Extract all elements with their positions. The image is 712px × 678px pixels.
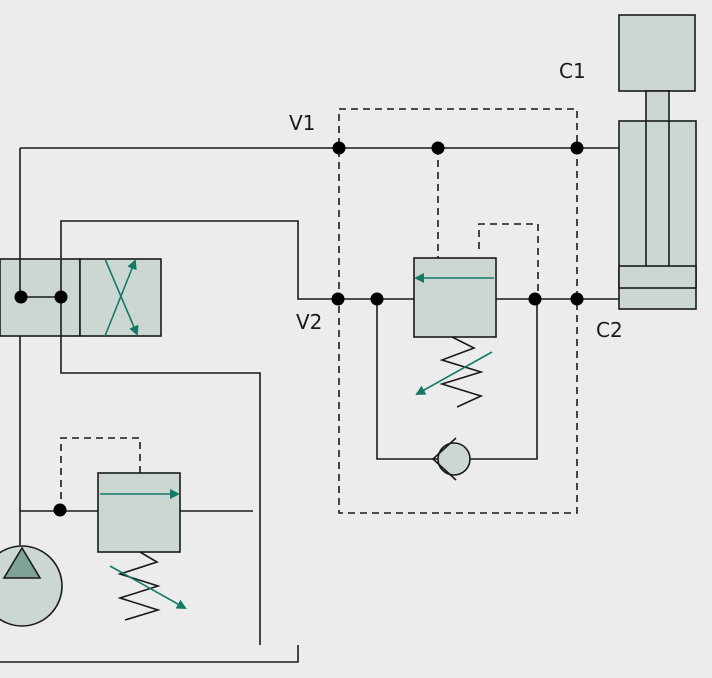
label-c1: C1 bbox=[559, 59, 586, 83]
valve-position-crossed bbox=[79, 258, 162, 337]
adjustable-arrow-icon bbox=[415, 351, 493, 395]
spring-icon bbox=[117, 551, 161, 621]
pilot-line-drain bbox=[478, 223, 539, 299]
line-v1 bbox=[19, 147, 619, 545]
valve-block-boundary bbox=[338, 108, 578, 514]
check-valve bbox=[431, 437, 471, 481]
label-v1: V1 bbox=[289, 111, 315, 135]
junction-nodes bbox=[14, 141, 584, 517]
line-v2 bbox=[60, 220, 619, 460]
label-v2: V2 bbox=[296, 310, 322, 334]
cylinder-cap bbox=[618, 14, 696, 92]
tank-line bbox=[0, 645, 299, 663]
directional-valve bbox=[0, 258, 162, 337]
cylinder-piston bbox=[618, 265, 697, 289]
pressure-relief-valve bbox=[20, 437, 253, 621]
pump bbox=[0, 545, 63, 627]
pump-triangle-icon bbox=[2, 546, 42, 579]
counterbalance-valve bbox=[413, 257, 497, 408]
label-c2: C2 bbox=[596, 318, 623, 342]
adjustable-arrow-icon bbox=[109, 565, 187, 609]
spring-icon bbox=[439, 336, 484, 408]
hydraulic-cylinder bbox=[618, 14, 697, 310]
return-line bbox=[60, 336, 261, 645]
